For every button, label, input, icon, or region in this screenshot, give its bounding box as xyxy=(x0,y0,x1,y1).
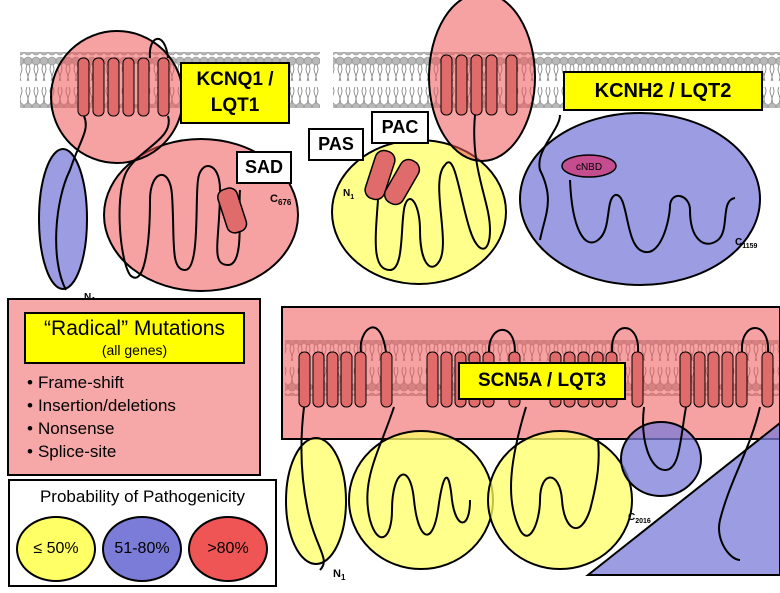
sad-label: SAD xyxy=(236,151,292,184)
scn5a-domain-1-2-region xyxy=(349,431,493,569)
kcnq1-nterm-region xyxy=(39,149,87,289)
radical-mutations-title: “Radical” Mutations (all genes) xyxy=(24,312,245,364)
kcnh2-cterm-region xyxy=(520,113,760,285)
scn5a-label: SCN5A / LQT3 xyxy=(458,362,626,400)
list-item: Insertion/deletions xyxy=(27,394,176,417)
kcnh2-helices xyxy=(441,55,517,115)
radical-mutations-list: Frame-shift Insertion/deletions Nonsense… xyxy=(27,371,176,463)
scn5a-domain-3-4-region xyxy=(621,422,701,496)
scn5a-n-terminus: N1 xyxy=(333,568,346,582)
list-item: Frame-shift xyxy=(27,371,176,394)
radical-subtitle-text: (all genes) xyxy=(26,342,243,358)
legend-title: Probability of Pathogenicity xyxy=(10,487,275,507)
legend-swatch-low: ≤ 50% xyxy=(16,516,96,582)
pas-label: PAS xyxy=(308,128,364,161)
pac-label: PAC xyxy=(371,111,429,144)
scn5a-domain-2-3-region xyxy=(488,431,632,569)
legend-label-low: ≤ 50% xyxy=(33,540,78,557)
legend-label-medium: 51-80% xyxy=(114,540,169,557)
legend-swatch-medium: 51-80% xyxy=(102,516,182,582)
legend-swatch-high: >80% xyxy=(188,516,268,582)
legend-label-high: >80% xyxy=(207,540,248,557)
scn5a-c-terminus: C2016 xyxy=(628,512,651,525)
kcnq1-label: KCNQ1 / LQT1 xyxy=(180,62,290,124)
pathogenicity-legend: Probability of Pathogenicity ≤ 50% 51-80… xyxy=(8,479,277,587)
radical-mutations-box: “Radical” Mutations (all genes) Frame-sh… xyxy=(7,298,261,476)
scn5a-channel xyxy=(282,307,780,575)
kcnh2-label: KCNH2 / LQT2 xyxy=(563,71,763,111)
cnbd-label: cNBD xyxy=(576,162,602,173)
list-item: Splice-site xyxy=(27,440,176,463)
radical-title-text: “Radical” Mutations xyxy=(26,317,243,341)
scn5a-nterm-region xyxy=(286,438,346,564)
list-item: Nonsense xyxy=(27,417,176,440)
